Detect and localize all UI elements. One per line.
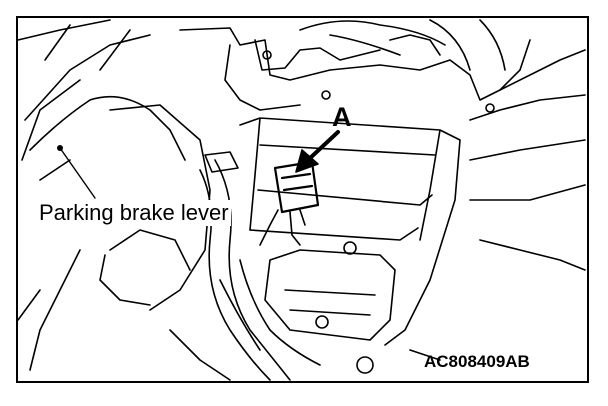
- leader-dot: [57, 145, 63, 151]
- compartment-box: [239, 117, 461, 346]
- upper-bracket: [179, 27, 531, 111]
- parking-lever-leader: [59, 147, 96, 199]
- parking-brake-lever-label: Parking brake lever: [37, 200, 231, 226]
- parking-brake-lever-outline: [29, 95, 186, 181]
- left-tray: [99, 104, 211, 311]
- bottom-bolt: [356, 356, 374, 374]
- figure-code-label: AC808409AB: [424, 352, 530, 371]
- upper-bracket-inner: [254, 34, 441, 71]
- module-bolt-2: [315, 315, 329, 329]
- module-bolt-1: [343, 241, 357, 255]
- bracket-bolt-1: [262, 50, 272, 60]
- arrow-head: [295, 149, 319, 173]
- bracket-bolt-3: [485, 103, 495, 113]
- arrow-to-a: [306, 130, 340, 162]
- figure-border: [16, 16, 589, 383]
- compartment-shelf: [249, 144, 436, 241]
- wire-harness: [199, 159, 321, 381]
- harness-clip: [204, 151, 239, 173]
- console-side-panel: [17, 19, 151, 371]
- connector-a-wiring: [259, 209, 306, 246]
- lower-module: [264, 249, 396, 341]
- right-panel: [469, 49, 586, 271]
- bracket-bolt-2: [321, 90, 331, 100]
- callout-a-label: A: [332, 102, 352, 132]
- bottom-floor: [169, 329, 441, 381]
- upper-cables: [299, 19, 506, 71]
